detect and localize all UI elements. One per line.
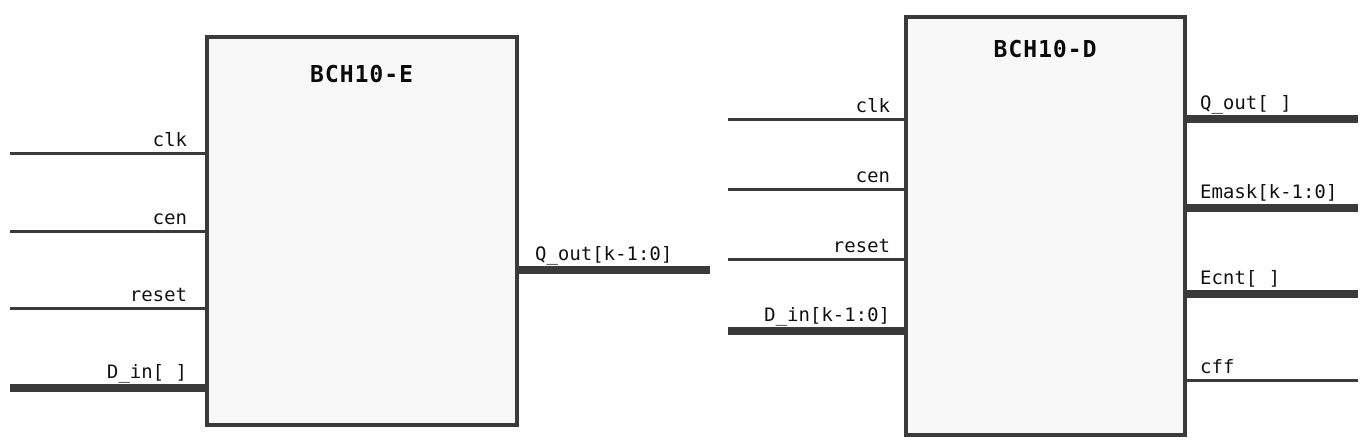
port-label-encoder-cen: cen — [152, 207, 187, 229]
port-label-decoder-reset: reset — [832, 235, 890, 257]
wire-decoder-ecnt-bus-output — [1187, 290, 1358, 298]
wire-encoder-reset-input — [10, 307, 205, 310]
port-label-decoder-cen: cen — [855, 165, 890, 187]
wire-decoder-cen-input — [728, 188, 904, 191]
module-title-bch10-d: BCH10-D — [993, 37, 1098, 63]
port-label-encoder-din: D_in[ ] — [106, 361, 187, 383]
module-title-bch10-e: BCH10-E — [310, 62, 414, 88]
wire-encoder-clk-input — [10, 152, 205, 155]
wire-decoder-clk-input — [728, 118, 904, 121]
wire-decoder-emask-bus-output — [1187, 204, 1358, 212]
port-label-decoder-clk: clk — [855, 95, 890, 117]
wire-encoder-din-bus-input — [10, 384, 205, 392]
wire-decoder-din-bus-input — [728, 327, 904, 335]
wire-decoder-cff-output — [1187, 379, 1358, 382]
port-label-decoder-ecnt: Ecnt[ ] — [1200, 267, 1281, 289]
port-label-decoder-din: D_in[k-1:0] — [764, 304, 890, 326]
wire-decoder-reset-input — [728, 258, 904, 261]
port-label-decoder-emask: Emask[k-1:0] — [1200, 181, 1338, 203]
module-block-bch10-e — [205, 35, 519, 427]
port-label-decoder-qout: Q_out[ ] — [1200, 92, 1292, 114]
port-label-encoder-clk: clk — [152, 129, 187, 151]
wire-encoder-cen-input — [10, 230, 205, 233]
port-label-decoder-cff: cff — [1200, 356, 1235, 378]
port-label-encoder-qout: Q_out[k-1:0] — [535, 243, 673, 265]
wire-decoder-qout-bus-output — [1187, 115, 1358, 123]
wire-encoder-qout-bus-output — [519, 266, 710, 274]
port-label-encoder-reset: reset — [129, 284, 187, 306]
module-block-bch10-d — [904, 15, 1187, 437]
